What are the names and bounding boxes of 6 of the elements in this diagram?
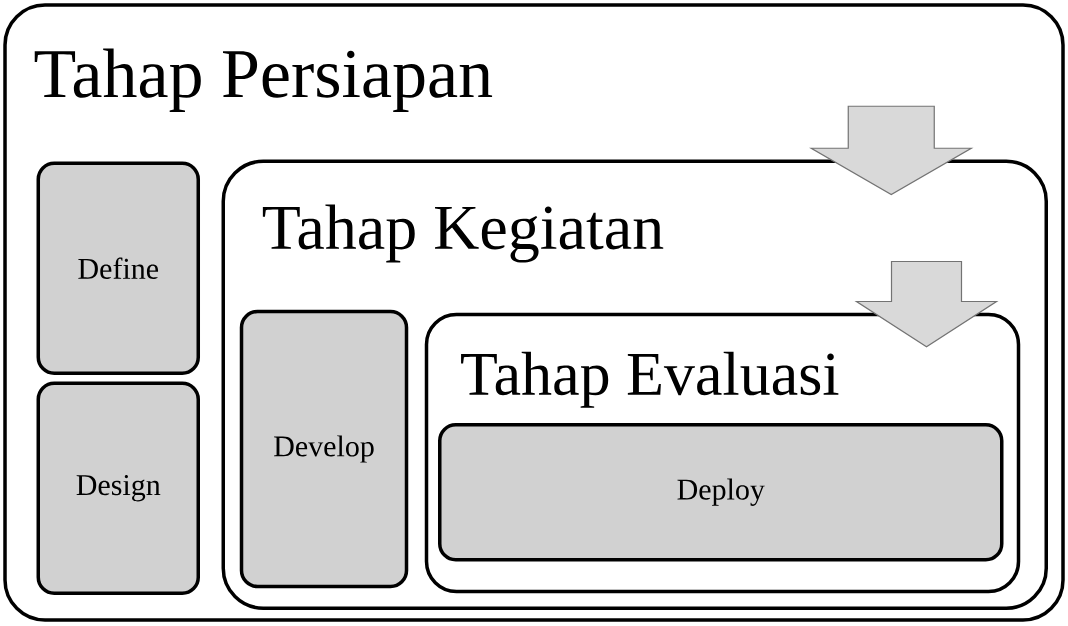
step-box: Design	[36, 381, 200, 595]
block-arrow	[854, 260, 999, 348]
step-box: Develop	[239, 309, 409, 589]
block-arrow	[809, 105, 974, 196]
step-box: Deploy	[438, 423, 1004, 562]
step-box: Define	[36, 161, 200, 375]
